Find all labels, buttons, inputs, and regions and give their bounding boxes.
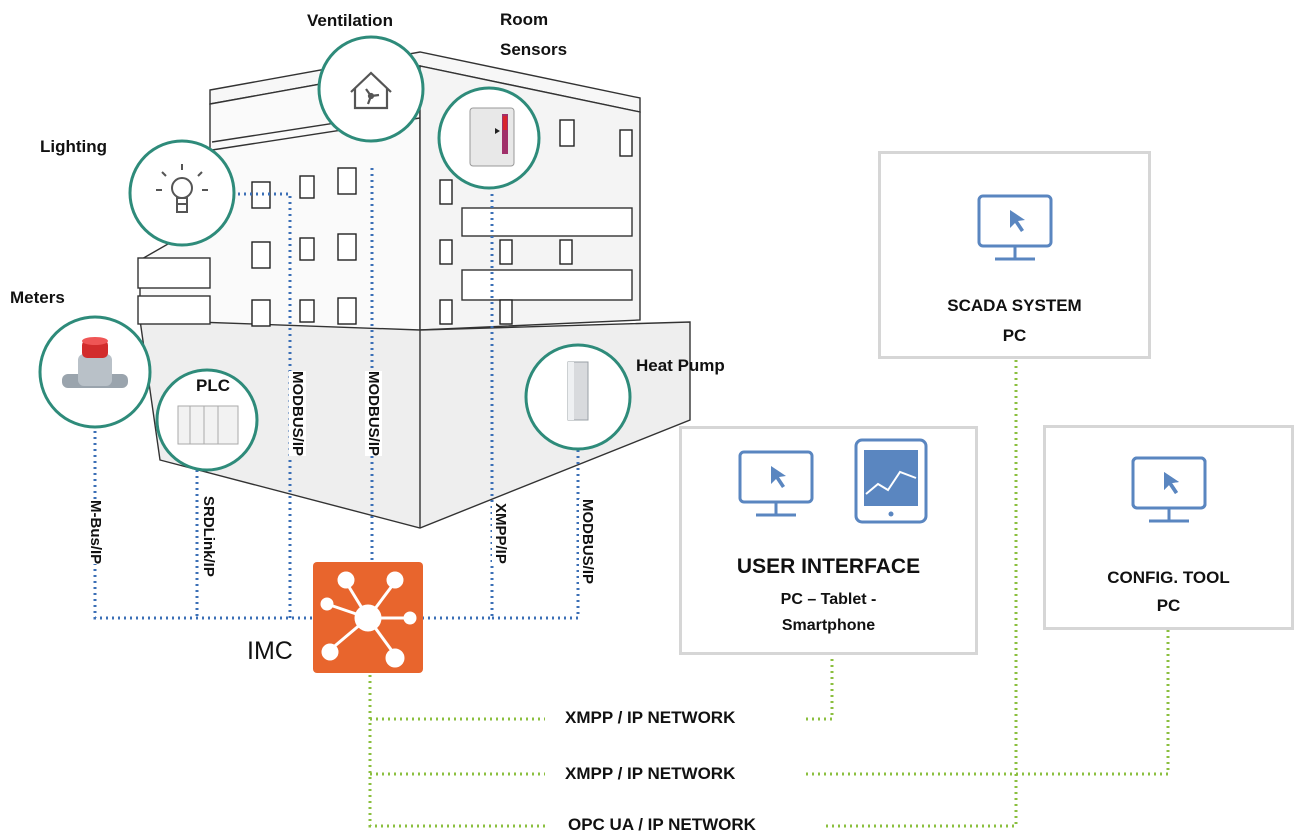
room-sensors-label-2: Sensors [500, 40, 568, 59]
heat-pump-circle[interactable] [524, 343, 632, 451]
user-interface-box[interactable]: USER INTERFACE PC – Tablet - Smartphone [679, 426, 978, 655]
plc-circle[interactable] [155, 368, 259, 472]
lighting-circle[interactable] [128, 139, 236, 247]
ventilation-label: Ventilation [307, 11, 393, 30]
user-interface-title: USER INTERFACE [736, 555, 921, 578]
water-meter-icon [62, 337, 128, 388]
heat-pump-label: Heat Pump [636, 356, 725, 375]
plc-protocol-label: SRDLink/IP [200, 496, 217, 577]
lighting-label: Lighting [40, 137, 108, 156]
lighting-protocol-label: MODBUS/IP [289, 371, 306, 457]
light-bulb-icon [156, 164, 208, 213]
ventilation-protocol-label: MODBUS/IP [365, 371, 382, 457]
room-sensors-label-1: Room [500, 10, 549, 29]
scada-title: SCADA SYSTEM [947, 296, 1082, 315]
scada-system-box[interactable]: SCADA SYSTEM PC [878, 151, 1151, 359]
network-label-2: XMPP / IP NETWORK [563, 764, 738, 784]
user-interface-subtitle-1: PC – Tablet - [780, 591, 877, 608]
device-links [93, 168, 580, 620]
user-interface-subtitle-2: Smartphone [781, 617, 876, 634]
meters-circle[interactable] [38, 315, 152, 429]
scada-subtitle: PC [1002, 326, 1027, 345]
network-label-3: OPC UA / IP NETWORK [566, 815, 758, 835]
meters-label: Meters [10, 288, 65, 307]
imc-hub-icon[interactable] [313, 562, 423, 673]
network-label-1: XMPP / IP NETWORK [563, 708, 738, 728]
sensor-device-icon [469, 107, 515, 167]
room-sensors-protocol-label: XMPP/IP [492, 503, 509, 564]
plc-module-icon [177, 405, 239, 445]
heat-pump-icon [567, 361, 589, 421]
meters-protocol-label: M-Bus/IP [87, 500, 104, 565]
ventilation-circle[interactable] [317, 35, 425, 143]
config-tool-subtitle: PC [1156, 596, 1181, 615]
network-links [368, 360, 1170, 828]
house-fan-icon [350, 71, 392, 110]
room-sensors-circle[interactable] [437, 86, 541, 190]
heat-pump-protocol-label: MODBUS/IP [579, 499, 596, 585]
config-tool-title: CONFIG. TOOL [1107, 568, 1230, 587]
config-tool-box[interactable]: CONFIG. TOOL PC [1043, 425, 1294, 630]
imc-label: IMC [247, 637, 293, 665]
plc-label: PLC [196, 376, 230, 395]
